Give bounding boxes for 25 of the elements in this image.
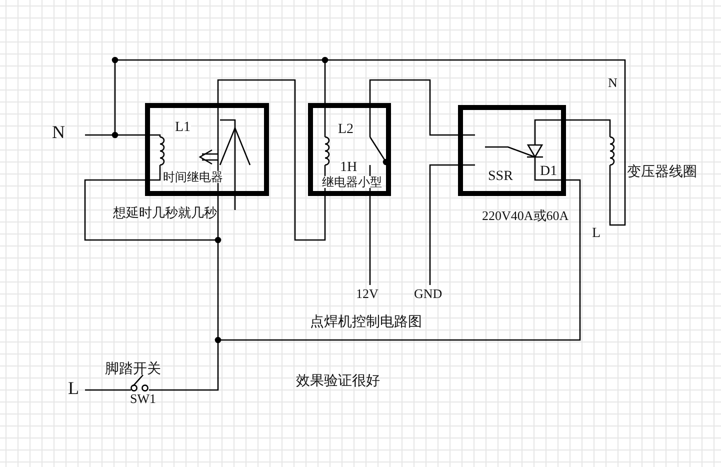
note-text: 220V40A或60A bbox=[482, 209, 569, 222]
relay-module-box bbox=[458, 105, 566, 196]
circuit-label: L bbox=[592, 227, 601, 241]
component-label: SSR bbox=[488, 170, 513, 184]
note-text: 想延时几秒就几秒 bbox=[113, 207, 217, 220]
component-label: 继电器小型 bbox=[322, 176, 382, 188]
circuit-label: 脚踏开关 bbox=[105, 362, 161, 376]
circuit-label: L bbox=[68, 379, 79, 397]
circuit-label: 变压器线圈 bbox=[627, 165, 697, 179]
circuit-label: N bbox=[52, 123, 65, 141]
wire bbox=[369, 79, 458, 136]
circuit-label: GND bbox=[414, 287, 442, 300]
circuit-label: 12V bbox=[356, 287, 378, 300]
component-label: L1 bbox=[175, 121, 191, 135]
circuit-label: 效果验证很好 bbox=[296, 374, 380, 388]
component-label: 1H bbox=[340, 161, 358, 175]
component-label: L2 bbox=[338, 123, 354, 137]
wire bbox=[217, 79, 326, 241]
relay-module-box bbox=[308, 103, 391, 196]
component-label: 时间继电器 bbox=[163, 171, 223, 183]
circuit-label: SW1 bbox=[130, 392, 156, 405]
diagram-title: 点焊机控制电路图 bbox=[310, 315, 422, 329]
relay-module-box bbox=[145, 103, 269, 196]
circuit-label: N bbox=[608, 76, 618, 89]
component-label: D1 bbox=[540, 165, 558, 179]
